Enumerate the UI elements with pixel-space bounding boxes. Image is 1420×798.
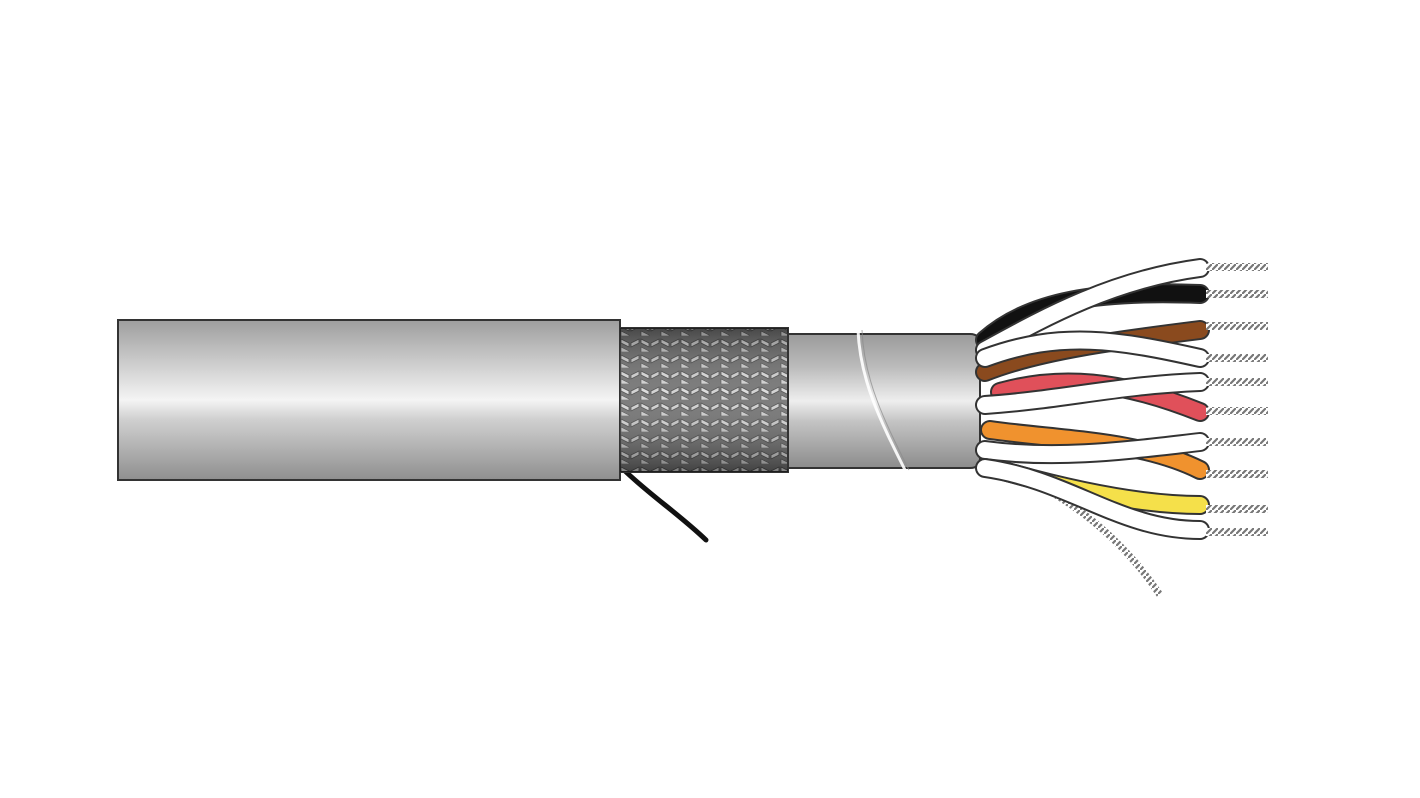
foil-shield xyxy=(787,329,981,471)
wire-pairs xyxy=(975,258,1210,540)
wire-pair-5 xyxy=(975,458,1210,540)
wire-pair-1 xyxy=(975,258,1210,360)
wire-pair-2 xyxy=(975,320,1210,382)
wire-pair-3 xyxy=(975,372,1210,422)
drain-wire xyxy=(621,467,709,543)
conductor-end xyxy=(1206,322,1268,330)
conductor-end xyxy=(1206,470,1268,478)
conductor-end xyxy=(1206,438,1268,446)
conductor-end xyxy=(1206,263,1268,271)
conductor-end xyxy=(1206,354,1268,362)
conductor-end xyxy=(1206,407,1268,415)
outer-jacket xyxy=(117,319,621,481)
conductor-end xyxy=(1206,505,1268,513)
conductor-end xyxy=(1206,290,1268,298)
conductor-ends xyxy=(1206,263,1268,536)
wire-pair-4 xyxy=(975,420,1210,480)
conductor-end xyxy=(1206,378,1268,386)
braid-shield xyxy=(619,327,789,473)
conductor-end xyxy=(1206,528,1268,536)
